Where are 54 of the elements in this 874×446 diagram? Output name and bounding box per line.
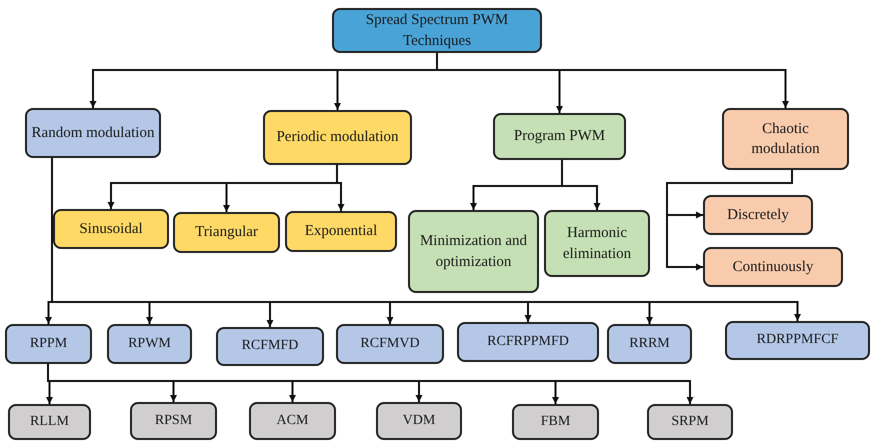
process-box [722, 108, 849, 170]
box-label: Continuously [732, 258, 814, 277]
process-box [130, 402, 217, 440]
process-box [263, 110, 412, 165]
box-label: Random modulation [32, 124, 154, 143]
box-label: RRRM [629, 334, 670, 353]
box-label: ACM [276, 412, 308, 430]
process-box [173, 212, 280, 253]
box-label: Harmonic elimination [562, 224, 632, 264]
arrow [561, 160, 600, 210]
process-box [725, 321, 870, 360]
process-box [457, 322, 599, 362]
process-box [5, 324, 92, 364]
process-box [512, 404, 599, 440]
process-box [544, 210, 650, 277]
process-box [607, 324, 692, 364]
box-label: SRPM [671, 412, 709, 431]
box-label: VDM [402, 412, 436, 430]
process-box [216, 327, 324, 366]
box-label: RPWM [128, 334, 171, 353]
box-label: Discretely [727, 206, 789, 225]
process-box [408, 210, 539, 293]
box-label: Spread Spectrum PWM Techniques [364, 11, 510, 50]
box-label: Triangular [195, 223, 258, 242]
box-label: Periodic modulation [276, 128, 399, 148]
box-label: Sinusoidal [79, 220, 143, 239]
box-label: RPSM [154, 412, 192, 430]
arrow [336, 165, 344, 211]
process-box [285, 211, 397, 252]
box-label: RCFMVD [360, 334, 420, 353]
process-box [493, 113, 626, 160]
box-label: RDRPPMFCF [756, 331, 838, 350]
box-label: FBM [540, 412, 570, 431]
box-label: RCFRPPMFD [487, 332, 569, 351]
process-box [703, 247, 843, 287]
process-box [703, 195, 813, 235]
box-label: Program PWM [514, 127, 606, 146]
arrow [436, 53, 789, 108]
process-box [376, 402, 462, 440]
box-label: Chaotic modulation [750, 120, 821, 159]
process-box [8, 404, 91, 440]
process-box [53, 209, 169, 249]
process-box [107, 324, 192, 364]
process-box [332, 8, 542, 53]
process-box [249, 402, 336, 440]
box-label: RLLM [30, 412, 69, 431]
process-box [25, 108, 161, 158]
box-label: Exponential [304, 222, 378, 242]
box-label: Minimization and optimization [418, 232, 528, 272]
box-label: RCFMFD [242, 337, 298, 356]
process-box [647, 404, 733, 440]
box-label: RPPM [30, 334, 68, 353]
process-box [336, 324, 444, 364]
arrow [666, 170, 793, 270]
